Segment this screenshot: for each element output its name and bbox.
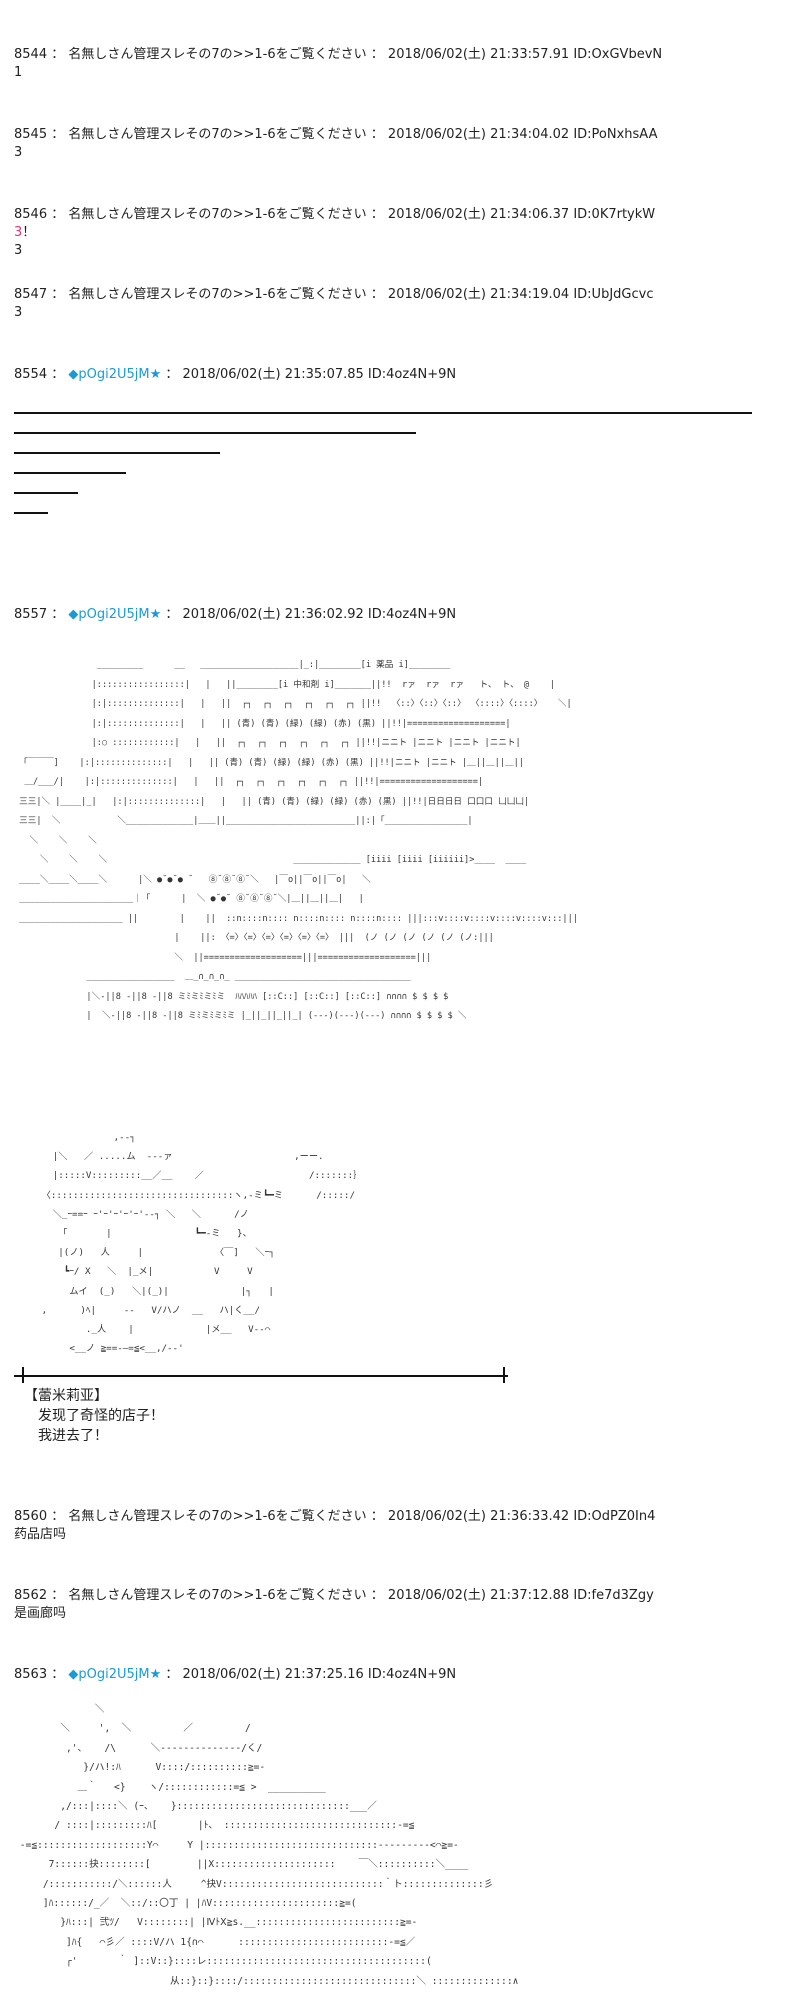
post-date: 2018/06/02(土) 21:36:33.42 bbox=[387, 1509, 570, 1524]
speaker-name: 【蕾米莉亚】 bbox=[24, 1388, 108, 1404]
post-date: 2018/06/02(土) 21:37:25.16 bbox=[182, 1667, 364, 1682]
poster-id[interactable]: ID:4oz4N+9N bbox=[367, 607, 457, 622]
post-body: 3！ bbox=[14, 224, 794, 242]
poster-id[interactable]: ID:PoNxhsAA bbox=[573, 127, 658, 142]
post-header: 8544 ： 名無しさん管理スレその7の>>1-6をご覧ください ： 2018/… bbox=[14, 47, 663, 62]
post-header: 8562 ： 名無しさん管理スレその7の>>1-6をご覧ください ： 2018/… bbox=[14, 1588, 654, 1603]
post-date: 2018/06/02(土) 21:34:06.37 bbox=[387, 207, 570, 222]
post-header: 8545 ： 名無しさん管理スレその7の>>1-6をご覧ください ： 2018/… bbox=[14, 127, 658, 142]
post-8547: 8547 ： 名無しさん管理スレその7の>>1-6をご覧ください ： 2018/… bbox=[14, 286, 794, 322]
star-icon: ★ bbox=[149, 367, 162, 382]
divider-line bbox=[14, 432, 416, 434]
divider-tick bbox=[22, 1367, 24, 1383]
poster-name: 名無しさん管理スレその7の>>1-6をご覧ください bbox=[68, 1509, 367, 1524]
post-8563: 8563 ： ◆pOgi2U5jM★ ： 2018/06/02(土) 21:37… bbox=[14, 1666, 794, 1684]
post-number[interactable]: 8560 bbox=[14, 1509, 48, 1524]
divider-tick bbox=[503, 1367, 505, 1383]
star-icon: ★ bbox=[149, 1667, 162, 1682]
poster-id[interactable]: ID:4oz4N+9N bbox=[367, 367, 457, 382]
speech-line: 我进去了！ bbox=[38, 1428, 108, 1444]
post-date: 2018/06/02(土) 21:35:07.85 bbox=[182, 367, 364, 382]
star-icon: ★ bbox=[149, 607, 162, 622]
divider-line bbox=[14, 412, 752, 414]
post-number[interactable]: 8545 bbox=[14, 127, 48, 142]
post-8560: 8560 ： 名無しさん管理スレその7の>>1-6をご覧ください ： 2018/… bbox=[14, 1508, 794, 1544]
poster-id[interactable]: ID:UbJdGcvc bbox=[573, 287, 654, 302]
post-number[interactable]: 8563 bbox=[14, 1667, 48, 1682]
poster-name: 名無しさん管理スレその7の>>1-6をご覧ください bbox=[68, 207, 367, 222]
post-date: 2018/06/02(土) 21:34:19.04 bbox=[387, 287, 570, 302]
post-date: 2018/06/02(土) 21:33:57.91 bbox=[387, 47, 570, 62]
post-header: 8547 ： 名無しさん管理スレその7の>>1-6をご覧ください ： 2018/… bbox=[14, 287, 654, 302]
ascii-art-remilia: ,--┐ |＼ ／ .....ム ---ァ ,ーー. |:::::V::::::… bbox=[41, 1132, 363, 1355]
divider-line bbox=[14, 472, 126, 474]
post-body-highlight: 3 bbox=[14, 225, 23, 240]
post-date: 2018/06/02(土) 21:36:02.92 bbox=[182, 607, 364, 622]
post-number[interactable]: 8562 bbox=[14, 1588, 48, 1603]
post-8557: 8557 ： ◆pOgi2U5jM★ ： 2018/06/02(土) 21:36… bbox=[14, 606, 794, 624]
post-date: 2018/06/02(土) 21:37:12.88 bbox=[387, 1588, 570, 1603]
poster-id[interactable]: ID:fe7d3Zgy bbox=[573, 1588, 654, 1603]
post-8554: 8554 ： ◆pOgi2U5jM★ ： 2018/06/02(土) 21:35… bbox=[14, 366, 794, 384]
post-header: 8563 ： ◆pOgi2U5jM★ ： 2018/06/02(土) 21:37… bbox=[14, 1667, 457, 1682]
post-8545: 8545 ： 名無しさん管理スレその7の>>1-6をご覧ください ： 2018/… bbox=[14, 126, 794, 162]
poster-trip: ◆pOgi2U5jM bbox=[68, 1667, 150, 1682]
poster-name: 名無しさん管理スレその7の>>1-6をご覧ください bbox=[68, 287, 367, 302]
post-body: 3 bbox=[14, 305, 23, 320]
post-body-line2: 3 bbox=[14, 243, 23, 258]
post-body: 3 bbox=[14, 145, 23, 160]
post-header: 8557 ： ◆pOgi2U5jM★ ： 2018/06/02(土) 21:36… bbox=[14, 607, 457, 622]
post-body: 是画廊吗 bbox=[14, 1606, 67, 1621]
post-header: 8554 ： ◆pOgi2U5jM★ ： 2018/06/02(土) 21:35… bbox=[14, 367, 457, 382]
divider-line bbox=[14, 492, 78, 494]
divider-line bbox=[14, 452, 220, 454]
post-number[interactable]: 8547 bbox=[14, 287, 48, 302]
poster-name: 名無しさん管理スレその7の>>1-6をご覧ください bbox=[68, 47, 367, 62]
post-date: 2018/06/02(土) 21:34:04.02 bbox=[387, 127, 570, 142]
post-body-text: ！ bbox=[22, 225, 36, 240]
post-header: 8560 ： 名無しさん管理スレその7の>>1-6をご覧ください ： 2018/… bbox=[14, 1509, 656, 1524]
poster-name: 名無しさん管理スレその7の>>1-6をご覧ください bbox=[68, 1588, 367, 1603]
divider-line bbox=[14, 512, 48, 514]
poster-trip: ◆pOgi2U5jM bbox=[68, 367, 150, 382]
poster-id[interactable]: ID:4oz4N+9N bbox=[367, 1667, 457, 1682]
ascii-art-shop: _________ __ ___________________|_:|____… bbox=[19, 660, 578, 1021]
ascii-art-character: ＼ ＼ ', ＼ ／ / ,'、 /\ ＼--------------/く/ }… bbox=[19, 1704, 519, 1987]
post-body: 1 bbox=[14, 65, 23, 80]
post-8562: 8562 ： 名無しさん管理スレその7の>>1-6をご覧ください ： 2018/… bbox=[14, 1587, 794, 1623]
post-8544: 8544 ： 名無しさん管理スレその7の>>1-6をご覧ください ： 2018/… bbox=[14, 46, 794, 82]
post-number[interactable]: 8546 bbox=[14, 207, 48, 222]
post-8546: 8546 ： 名無しさん管理スレその7の>>1-6をご覧ください ： 2018/… bbox=[14, 206, 794, 260]
post-header: 8546 ： 名無しさん管理スレその7の>>1-6をご覧ください ： 2018/… bbox=[14, 207, 656, 222]
post-number[interactable]: 8554 bbox=[14, 367, 48, 382]
speech-line: 发现了奇怪的店子！ bbox=[38, 1408, 164, 1424]
divider-line bbox=[14, 1375, 508, 1377]
poster-id[interactable]: ID:OdPZ0In4 bbox=[573, 1509, 656, 1524]
poster-id[interactable]: ID:OxGVbevN bbox=[573, 47, 663, 62]
poster-id[interactable]: ID:0K7rtykW bbox=[573, 207, 656, 222]
post-number[interactable]: 8544 bbox=[14, 47, 48, 62]
post-number[interactable]: 8557 bbox=[14, 607, 48, 622]
post-body: 药品店吗 bbox=[14, 1527, 67, 1542]
poster-name: 名無しさん管理スレその7の>>1-6をご覧ください bbox=[68, 127, 367, 142]
poster-trip: ◆pOgi2U5jM bbox=[68, 607, 150, 622]
